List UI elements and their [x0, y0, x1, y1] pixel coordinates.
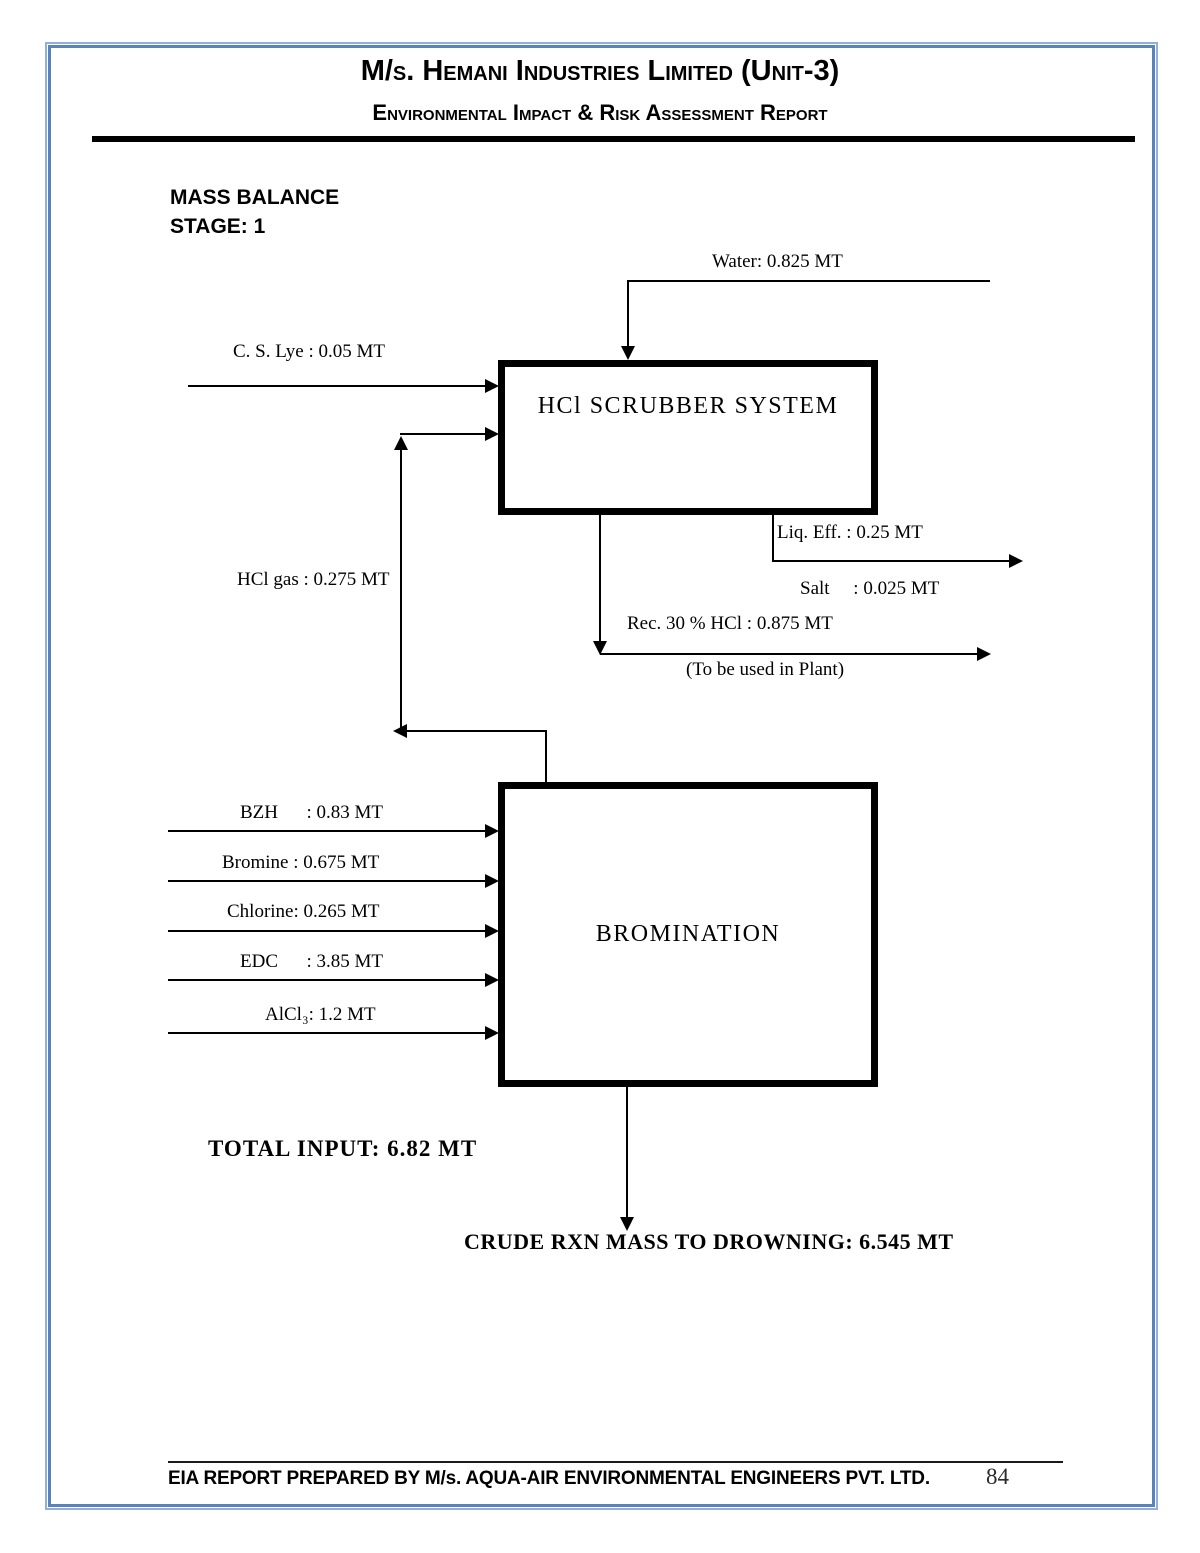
input-arrowhead-bromine [485, 874, 499, 888]
hcl-gas-line-stub-from-bromination [545, 730, 547, 784]
input-arrowhead-alcl3 [485, 1026, 499, 1040]
section-heading: MASS BALANCE STAGE: 1 [170, 183, 339, 241]
page-number: 84 [986, 1464, 1009, 1489]
page-border-frame [45, 42, 1158, 1510]
liq-eff-stream-label: Liq. Eff. : 0.25 MT [777, 522, 923, 543]
rec-hcl-note-label: (To be used in Plant) [686, 659, 845, 680]
input-arrowhead-edc [485, 973, 499, 987]
total-input-label: TOTAL INPUT: 6.82 MT [208, 1136, 478, 1161]
cs-lye-stream-label: C. S. Lye : 0.05 MT [233, 341, 386, 362]
hcl-gas-arrowhead-up [394, 436, 408, 450]
input-label-bzh: BZH : 0.83 MT [240, 802, 384, 823]
rec-hcl-stream-label: Rec. 30 % HCl : 0.875 MT [627, 613, 833, 634]
hcl-scrubber-box-label: HCl SCRUBBER SYSTEM [537, 393, 839, 419]
footer-text: EIA REPORT PREPARED BY M/s. AQUA-AIR ENV… [168, 1468, 930, 1489]
section-stage: STAGE: 1 [170, 215, 266, 238]
input-line-bromine [168, 880, 486, 882]
hcl-gas-arrowhead-right [485, 427, 499, 441]
water-stream-label: Water: 0.825 MT [712, 251, 843, 272]
report-subtitle: Environmental Impact & Risk Assessment R… [372, 100, 828, 125]
hcl-gas-line-vertical [400, 449, 402, 731]
bromination-box: BROMINATION [498, 782, 878, 1087]
report-title: M/s. Hemani Industries Limited (Unit-3) [360, 55, 840, 87]
hcl-scrubber-box: HCl SCRUBBER SYSTEM [498, 360, 878, 515]
input-line-bzh [168, 830, 486, 832]
input-label-alcl3: AlCl₃: 1.2 MT [265, 1004, 376, 1025]
hcl-gas-line-horizontal-bottom [400, 730, 546, 732]
rec-hcl-line-horizontal [600, 653, 978, 655]
liq-eff-arrowhead-right [1009, 554, 1023, 568]
crude-output-arrowhead-down [620, 1217, 634, 1231]
input-arrowhead-chlorine [485, 924, 499, 938]
liq-eff-line-horizontal [772, 560, 1010, 562]
input-label-chlorine: Chlorine: 0.265 MT [227, 901, 380, 922]
crude-output-line-vertical [626, 1087, 628, 1218]
input-arrowhead-bzh [485, 824, 499, 838]
input-label-bromine: Bromine : 0.675 MT [222, 852, 380, 873]
rec-hcl-line-vertical [599, 514, 601, 642]
water-line-vertical [627, 280, 629, 346]
cs-lye-line [188, 385, 486, 387]
rec-hcl-arrowhead-right [977, 647, 991, 661]
hcl-gas-stream-label: HCl gas : 0.275 MT [237, 569, 390, 590]
cs-lye-arrowhead-right [485, 379, 499, 393]
footer-rule [168, 1461, 1063, 1463]
liq-eff-line-vertical [772, 514, 774, 561]
input-label-edc: EDC : 3.85 MT [240, 951, 384, 972]
section-title: MASS BALANCE [170, 186, 340, 209]
input-line-alcl3 [168, 1032, 486, 1034]
water-line-horizontal [627, 280, 990, 282]
rec-hcl-arrowhead-down [593, 641, 607, 655]
input-line-edc [168, 979, 486, 981]
hcl-gas-line-into-scrubber [400, 433, 486, 435]
salt-stream-label: Salt : 0.025 MT [800, 578, 940, 599]
input-line-chlorine [168, 930, 486, 932]
bromination-box-label: BROMINATION [595, 921, 781, 947]
water-arrowhead-down [621, 346, 635, 360]
header-rule [92, 136, 1135, 142]
crude-output-label: CRUDE RXN MASS TO DROWNING: 6.545 MT [464, 1229, 954, 1254]
